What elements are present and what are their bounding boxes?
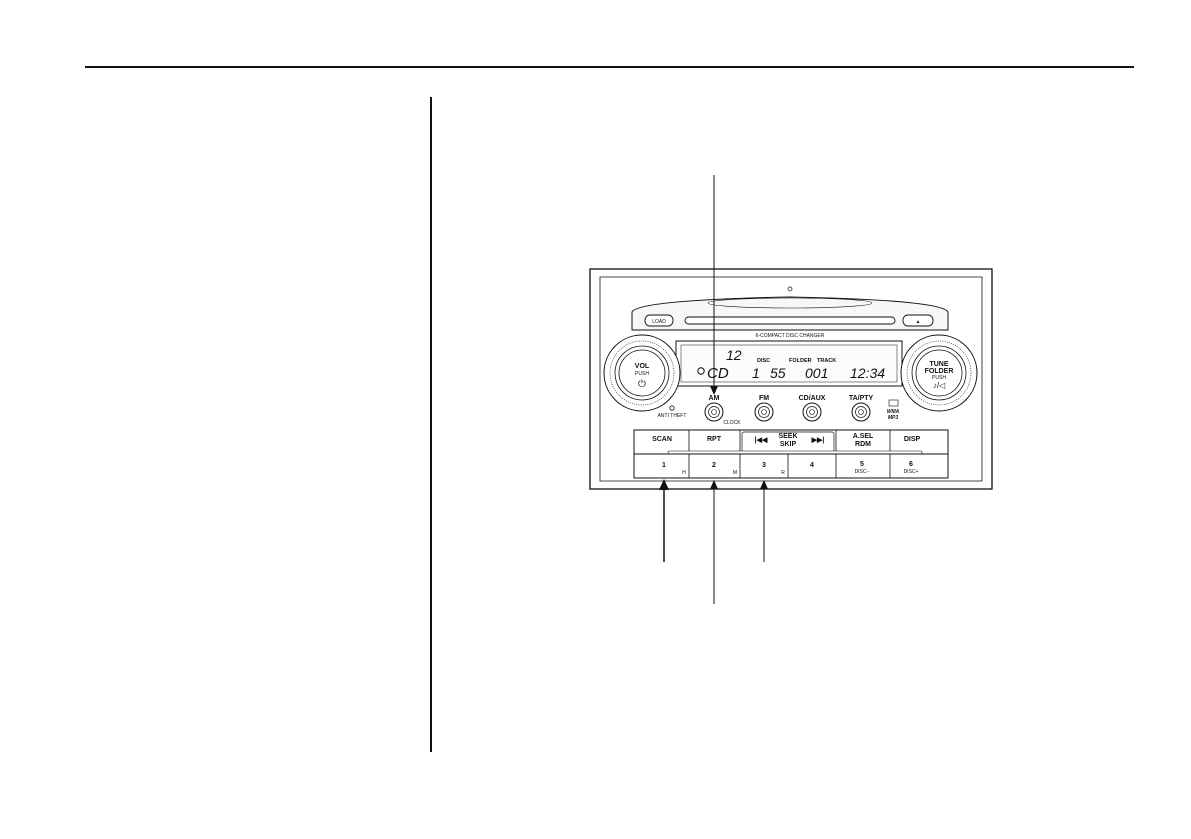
eject-icon: ▲ xyxy=(916,319,921,325)
skip-label: SKIP xyxy=(780,441,797,448)
skip-next-icon: ▶▶| xyxy=(811,437,825,444)
preset-4-label: 4 xyxy=(810,462,814,469)
display-inner xyxy=(680,344,898,383)
callout-arrow-preset-1 xyxy=(659,479,669,490)
display-folder-label: FOLDER xyxy=(789,358,812,364)
page-header-rule xyxy=(85,66,1134,68)
cd-aux-button[interactable] xyxy=(802,402,822,422)
eject-button[interactable] xyxy=(902,314,934,327)
callout-arrow-preset-2 xyxy=(710,480,718,489)
anti-theft-label: ANTI THEFT xyxy=(658,413,687,419)
folder-knob-label: FOLDER xyxy=(925,368,954,375)
slot-indicator xyxy=(787,286,793,292)
display-rds-icon xyxy=(697,367,705,375)
preset-2-sub: M xyxy=(733,470,737,476)
display-track-num: 001 xyxy=(805,365,828,381)
wma-logo: WMA xyxy=(887,409,900,415)
seek-label: SEEK xyxy=(778,433,797,440)
display-disc-label: DISC xyxy=(757,358,770,364)
preset-1-sub: H xyxy=(682,470,686,476)
preset-3-label: 3 xyxy=(762,462,766,469)
callout-arrow-preset-3 xyxy=(760,480,768,489)
slot-arc xyxy=(707,297,873,309)
fm-label: FM xyxy=(759,395,769,402)
preset-2-label: 2 xyxy=(712,462,716,469)
slot-panel xyxy=(631,296,949,331)
ta-pty-label: TA/PTY xyxy=(849,395,874,402)
vol-push-label: PUSH xyxy=(635,371,649,377)
skip-prev-icon: |◀◀ xyxy=(755,437,768,444)
load-label: LOAD xyxy=(652,319,666,325)
preset-6-sub: DISC+ xyxy=(904,469,919,475)
rpt-label: RPT xyxy=(707,436,722,443)
power-icon: ⏻ xyxy=(638,379,646,390)
ta-pty-button[interactable] xyxy=(851,402,871,422)
clock-label: CLOCK xyxy=(723,420,741,426)
tune-push-label: PUSH xyxy=(932,375,946,381)
bezel-inner xyxy=(599,276,983,482)
preset-3-sub: R xyxy=(781,470,785,476)
callout-arrow-am xyxy=(710,386,718,395)
preset-1-label: 1 xyxy=(662,462,666,469)
display-track-label: TRACK xyxy=(817,358,836,364)
display-preset: 12 xyxy=(726,347,742,363)
tune-label: TUNE xyxy=(929,361,948,368)
column-divider xyxy=(430,97,432,752)
preset-5-label: 5 xyxy=(860,461,864,468)
cd-aux-label: CD/AUX xyxy=(799,395,826,402)
preset-5-sub: DISC− xyxy=(855,469,870,475)
display-mode: CD xyxy=(707,365,729,382)
changer-label: 6-COMPACT DISC CHANGER xyxy=(756,333,825,339)
disp-label: DISP xyxy=(904,436,921,443)
load-button[interactable] xyxy=(644,314,674,327)
disc-logo-icon xyxy=(888,399,899,407)
mp3-logo: MP3 xyxy=(888,415,899,421)
rdm-label: RDM xyxy=(855,441,871,448)
am-label: AM xyxy=(709,395,720,402)
disc-slot[interactable] xyxy=(684,316,896,325)
scan-label: SCAN xyxy=(652,436,672,443)
sound-icon: ♪/◁ xyxy=(933,381,946,390)
preset-6-label: 6 xyxy=(909,461,913,468)
anti-theft-indicator-icon xyxy=(669,405,675,411)
preset-6-button[interactable] xyxy=(890,454,948,478)
a-sel-label: A.SEL xyxy=(853,433,874,440)
am-button[interactable] xyxy=(704,402,724,422)
display-folder-num: 55 xyxy=(770,365,786,381)
display-disc-num: 1 xyxy=(752,365,760,381)
display-time: 12:34 xyxy=(850,365,885,381)
tune-knob[interactable] xyxy=(900,334,978,412)
fm-button[interactable] xyxy=(754,402,774,422)
vol-knob[interactable] xyxy=(603,334,681,412)
preset-row xyxy=(633,453,949,479)
vol-label: VOL xyxy=(635,363,650,370)
